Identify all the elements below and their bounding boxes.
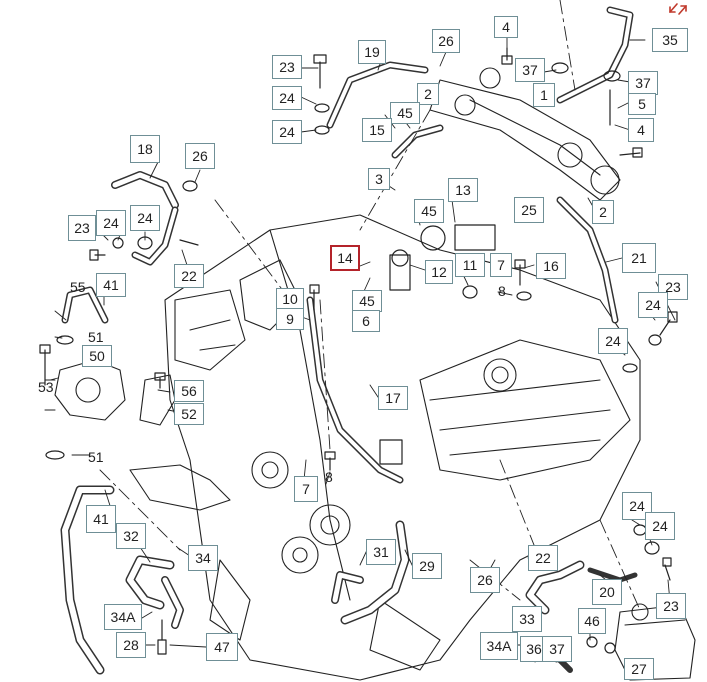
callout-24e: 24 <box>638 292 668 318</box>
callout-50: 50 <box>82 345 112 367</box>
callout-27: 27 <box>624 658 654 680</box>
callout-45b: 45 <box>414 199 444 223</box>
callout-29: 29 <box>412 553 442 579</box>
callout-6: 6 <box>352 310 380 332</box>
callout-34: 34 <box>188 545 218 571</box>
callout-4: 4 <box>494 16 518 38</box>
callout-22b: 22 <box>528 545 558 571</box>
callout-45: 45 <box>390 102 420 124</box>
callout-24: 24 <box>272 86 302 110</box>
callout-37c: 37 <box>542 636 572 662</box>
callout-35: 35 <box>652 28 688 52</box>
callout-32: 32 <box>116 523 146 549</box>
callout-31: 31 <box>366 539 396 565</box>
callout-37b: 37 <box>628 71 658 95</box>
callout-24h: 24 <box>645 512 675 540</box>
callout-13: 13 <box>448 178 478 202</box>
callout-2: 2 <box>417 83 439 105</box>
callout-17: 17 <box>378 386 408 410</box>
callout-12: 12 <box>425 260 453 284</box>
label-8: 8 <box>498 283 506 299</box>
callout-34A: 34A <box>104 604 142 630</box>
callout-18: 18 <box>130 135 160 163</box>
callout-26: 26 <box>432 29 460 53</box>
label-53: 53 <box>38 379 54 395</box>
callout-45c: 45 <box>352 290 382 312</box>
callout-25: 25 <box>514 197 544 223</box>
callout-11: 11 <box>455 253 485 277</box>
callout-7b: 7 <box>294 476 318 502</box>
callout-26b: 26 <box>185 143 215 169</box>
callout-41b: 41 <box>86 505 116 533</box>
callout-14-highlighted: 14 <box>330 245 360 271</box>
callout-28: 28 <box>116 632 146 658</box>
callout-23d: 23 <box>656 593 686 619</box>
callout-2b: 2 <box>592 200 614 224</box>
callout-26c: 26 <box>470 567 500 593</box>
callout-23c: 23 <box>658 274 688 300</box>
expand-arrows-icon[interactable] <box>667 2 689 16</box>
callout-5: 5 <box>628 93 656 115</box>
callout-24f: 24 <box>598 328 628 354</box>
label-55: 55 <box>70 279 86 295</box>
callout-52: 52 <box>174 403 204 425</box>
callout-10: 10 <box>276 288 304 310</box>
callout-23b: 23 <box>68 215 96 241</box>
callout-24c: 24 <box>96 210 126 236</box>
callout-24g: 24 <box>622 492 652 520</box>
callout-20: 20 <box>592 579 622 605</box>
callout-19: 19 <box>358 40 386 64</box>
callout-1: 1 <box>533 83 555 107</box>
callout-15: 15 <box>362 118 392 142</box>
callout-56: 56 <box>174 380 204 402</box>
callout-46: 46 <box>578 608 606 634</box>
label-8b: 8 <box>325 469 333 485</box>
callout-47: 47 <box>206 633 238 661</box>
callout-33: 33 <box>512 606 542 632</box>
callout-16: 16 <box>536 253 566 279</box>
callout-34A-b: 34A <box>480 632 518 660</box>
callout-7: 7 <box>490 253 512 277</box>
label-51b: 51 <box>88 449 104 465</box>
callout-23: 23 <box>272 55 302 79</box>
callout-37: 37 <box>515 58 545 82</box>
label-51: 51 <box>88 329 104 345</box>
callout-21: 21 <box>622 243 656 273</box>
callout-22: 22 <box>174 264 204 288</box>
callout-4b: 4 <box>628 118 654 142</box>
callout-9: 9 <box>276 308 304 330</box>
callout-3: 3 <box>368 168 390 190</box>
callout-41: 41 <box>96 273 126 297</box>
callout-24d: 24 <box>130 205 160 231</box>
callout-24b: 24 <box>272 120 302 144</box>
